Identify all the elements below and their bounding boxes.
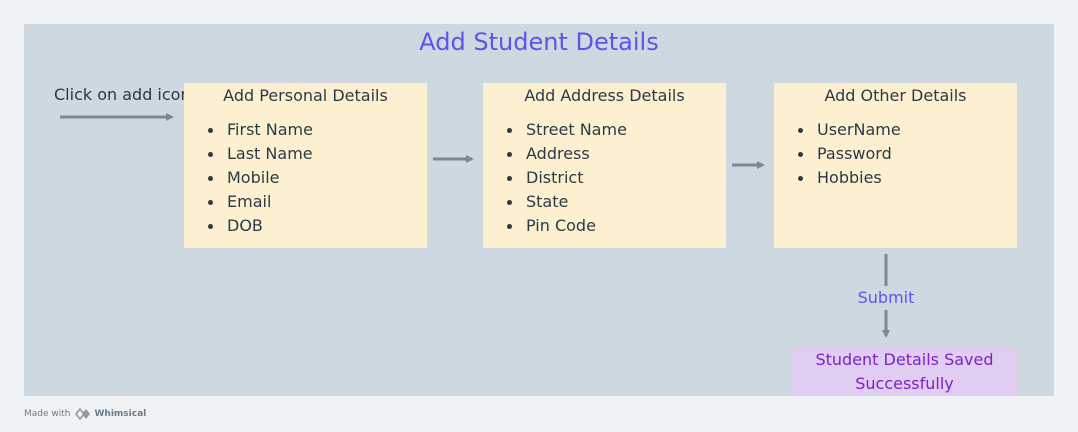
list-item: DOB xyxy=(184,214,427,238)
submit-label: Submit xyxy=(846,287,926,309)
footer: Made with Whimsical xyxy=(24,407,146,421)
result-box: Student Details Saved Successfully xyxy=(792,348,1017,396)
address-details-card: Add Address Details Street Name Address … xyxy=(483,83,726,248)
made-with-label: Made with xyxy=(24,409,71,419)
personal-details-card: Add Personal Details First Name Last Nam… xyxy=(184,83,427,248)
start-label: Click on add icon xyxy=(54,85,189,104)
list-item: Hobbies xyxy=(774,166,1017,190)
list-item: Street Name xyxy=(483,118,726,142)
list-item: First Name xyxy=(184,118,427,142)
list-item: Mobile xyxy=(184,166,427,190)
personal-details-title: Add Personal Details xyxy=(223,86,388,105)
address-details-list: Street Name Address District State Pin C… xyxy=(483,118,726,238)
other-details-card: Add Other Details UserName Password Hobb… xyxy=(774,83,1017,248)
list-item: Password xyxy=(774,142,1017,166)
personal-details-list: First Name Last Name Mobile Email DOB xyxy=(184,118,427,238)
list-item: Last Name xyxy=(184,142,427,166)
other-details-list: UserName Password Hobbies xyxy=(774,118,1017,190)
list-item: Address xyxy=(483,142,726,166)
list-item: Email xyxy=(184,190,427,214)
diagram-title: Add Student Details xyxy=(419,28,659,56)
list-item: Pin Code xyxy=(483,214,726,238)
other-details-title: Add Other Details xyxy=(824,86,967,105)
address-details-title: Add Address Details xyxy=(524,86,685,105)
list-item: UserName xyxy=(774,118,1017,142)
whimsical-logo-icon xyxy=(74,408,90,420)
list-item: State xyxy=(483,190,726,214)
list-item: District xyxy=(483,166,726,190)
whimsical-brand: Whimsical xyxy=(94,409,147,419)
